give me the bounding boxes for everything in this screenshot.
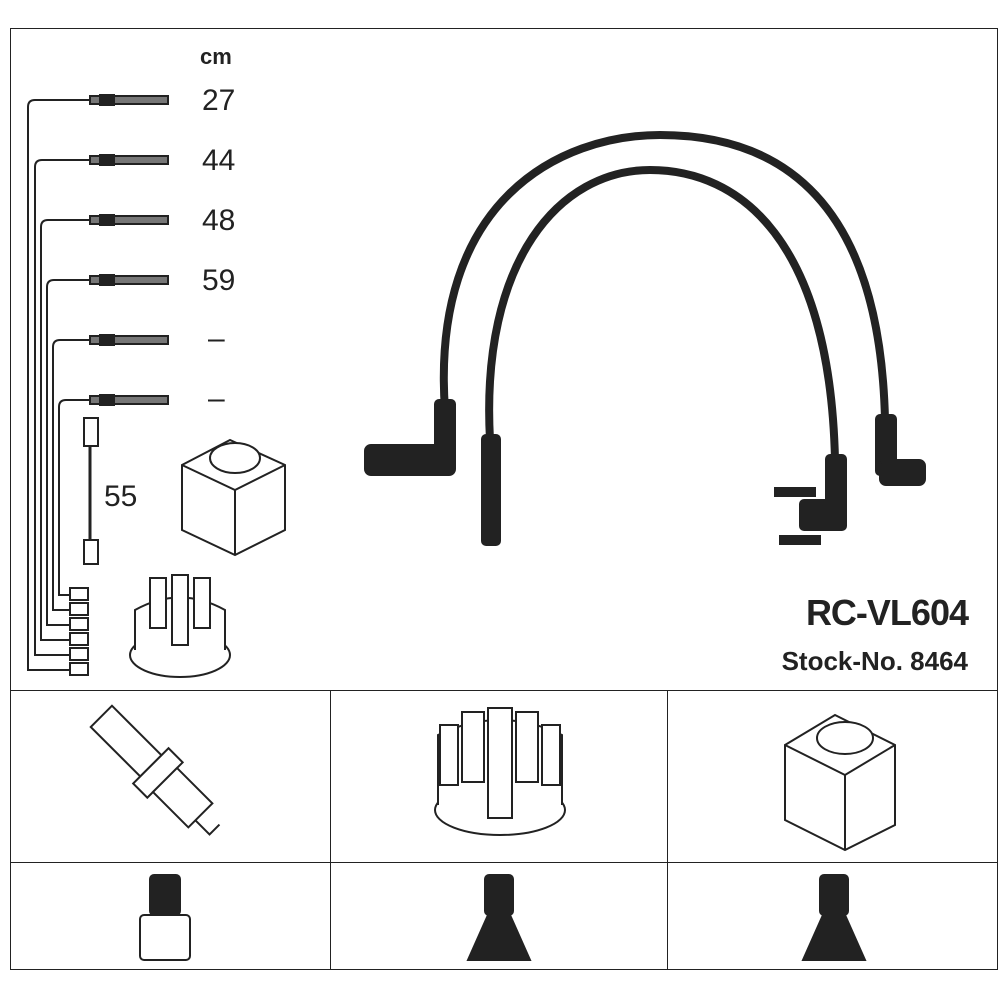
terminal-icon-plug xyxy=(139,874,191,961)
divider xyxy=(330,690,331,970)
unit-label: cm xyxy=(200,44,232,69)
lead-connectors xyxy=(364,399,926,546)
ignition-leads-illustration xyxy=(439,130,889,464)
terminal-icon-coil xyxy=(801,874,867,961)
distributor-cap-icon-large xyxy=(434,707,566,836)
distributor-cap-icon xyxy=(129,574,231,678)
length-label: – xyxy=(208,382,225,415)
divider xyxy=(667,690,668,970)
coil-icon xyxy=(181,438,286,557)
length-label: 27 xyxy=(202,84,236,117)
coil-icon-large xyxy=(784,713,896,852)
length-label: 44 xyxy=(202,144,236,177)
lead-set-legend xyxy=(27,94,169,676)
spark-plug-icon xyxy=(89,704,221,836)
diagram-frame xyxy=(10,28,998,970)
divider xyxy=(10,690,998,691)
length-label: – xyxy=(208,322,225,355)
coil-lead-length: 55 xyxy=(104,480,138,513)
divider xyxy=(10,862,998,863)
terminal-icon-cap xyxy=(466,874,532,961)
stock-number: Stock-No. 8464 xyxy=(781,646,968,676)
length-label: 59 xyxy=(202,264,236,297)
product-code: RC-VL604 xyxy=(805,592,969,633)
length-label: 48 xyxy=(202,204,236,237)
